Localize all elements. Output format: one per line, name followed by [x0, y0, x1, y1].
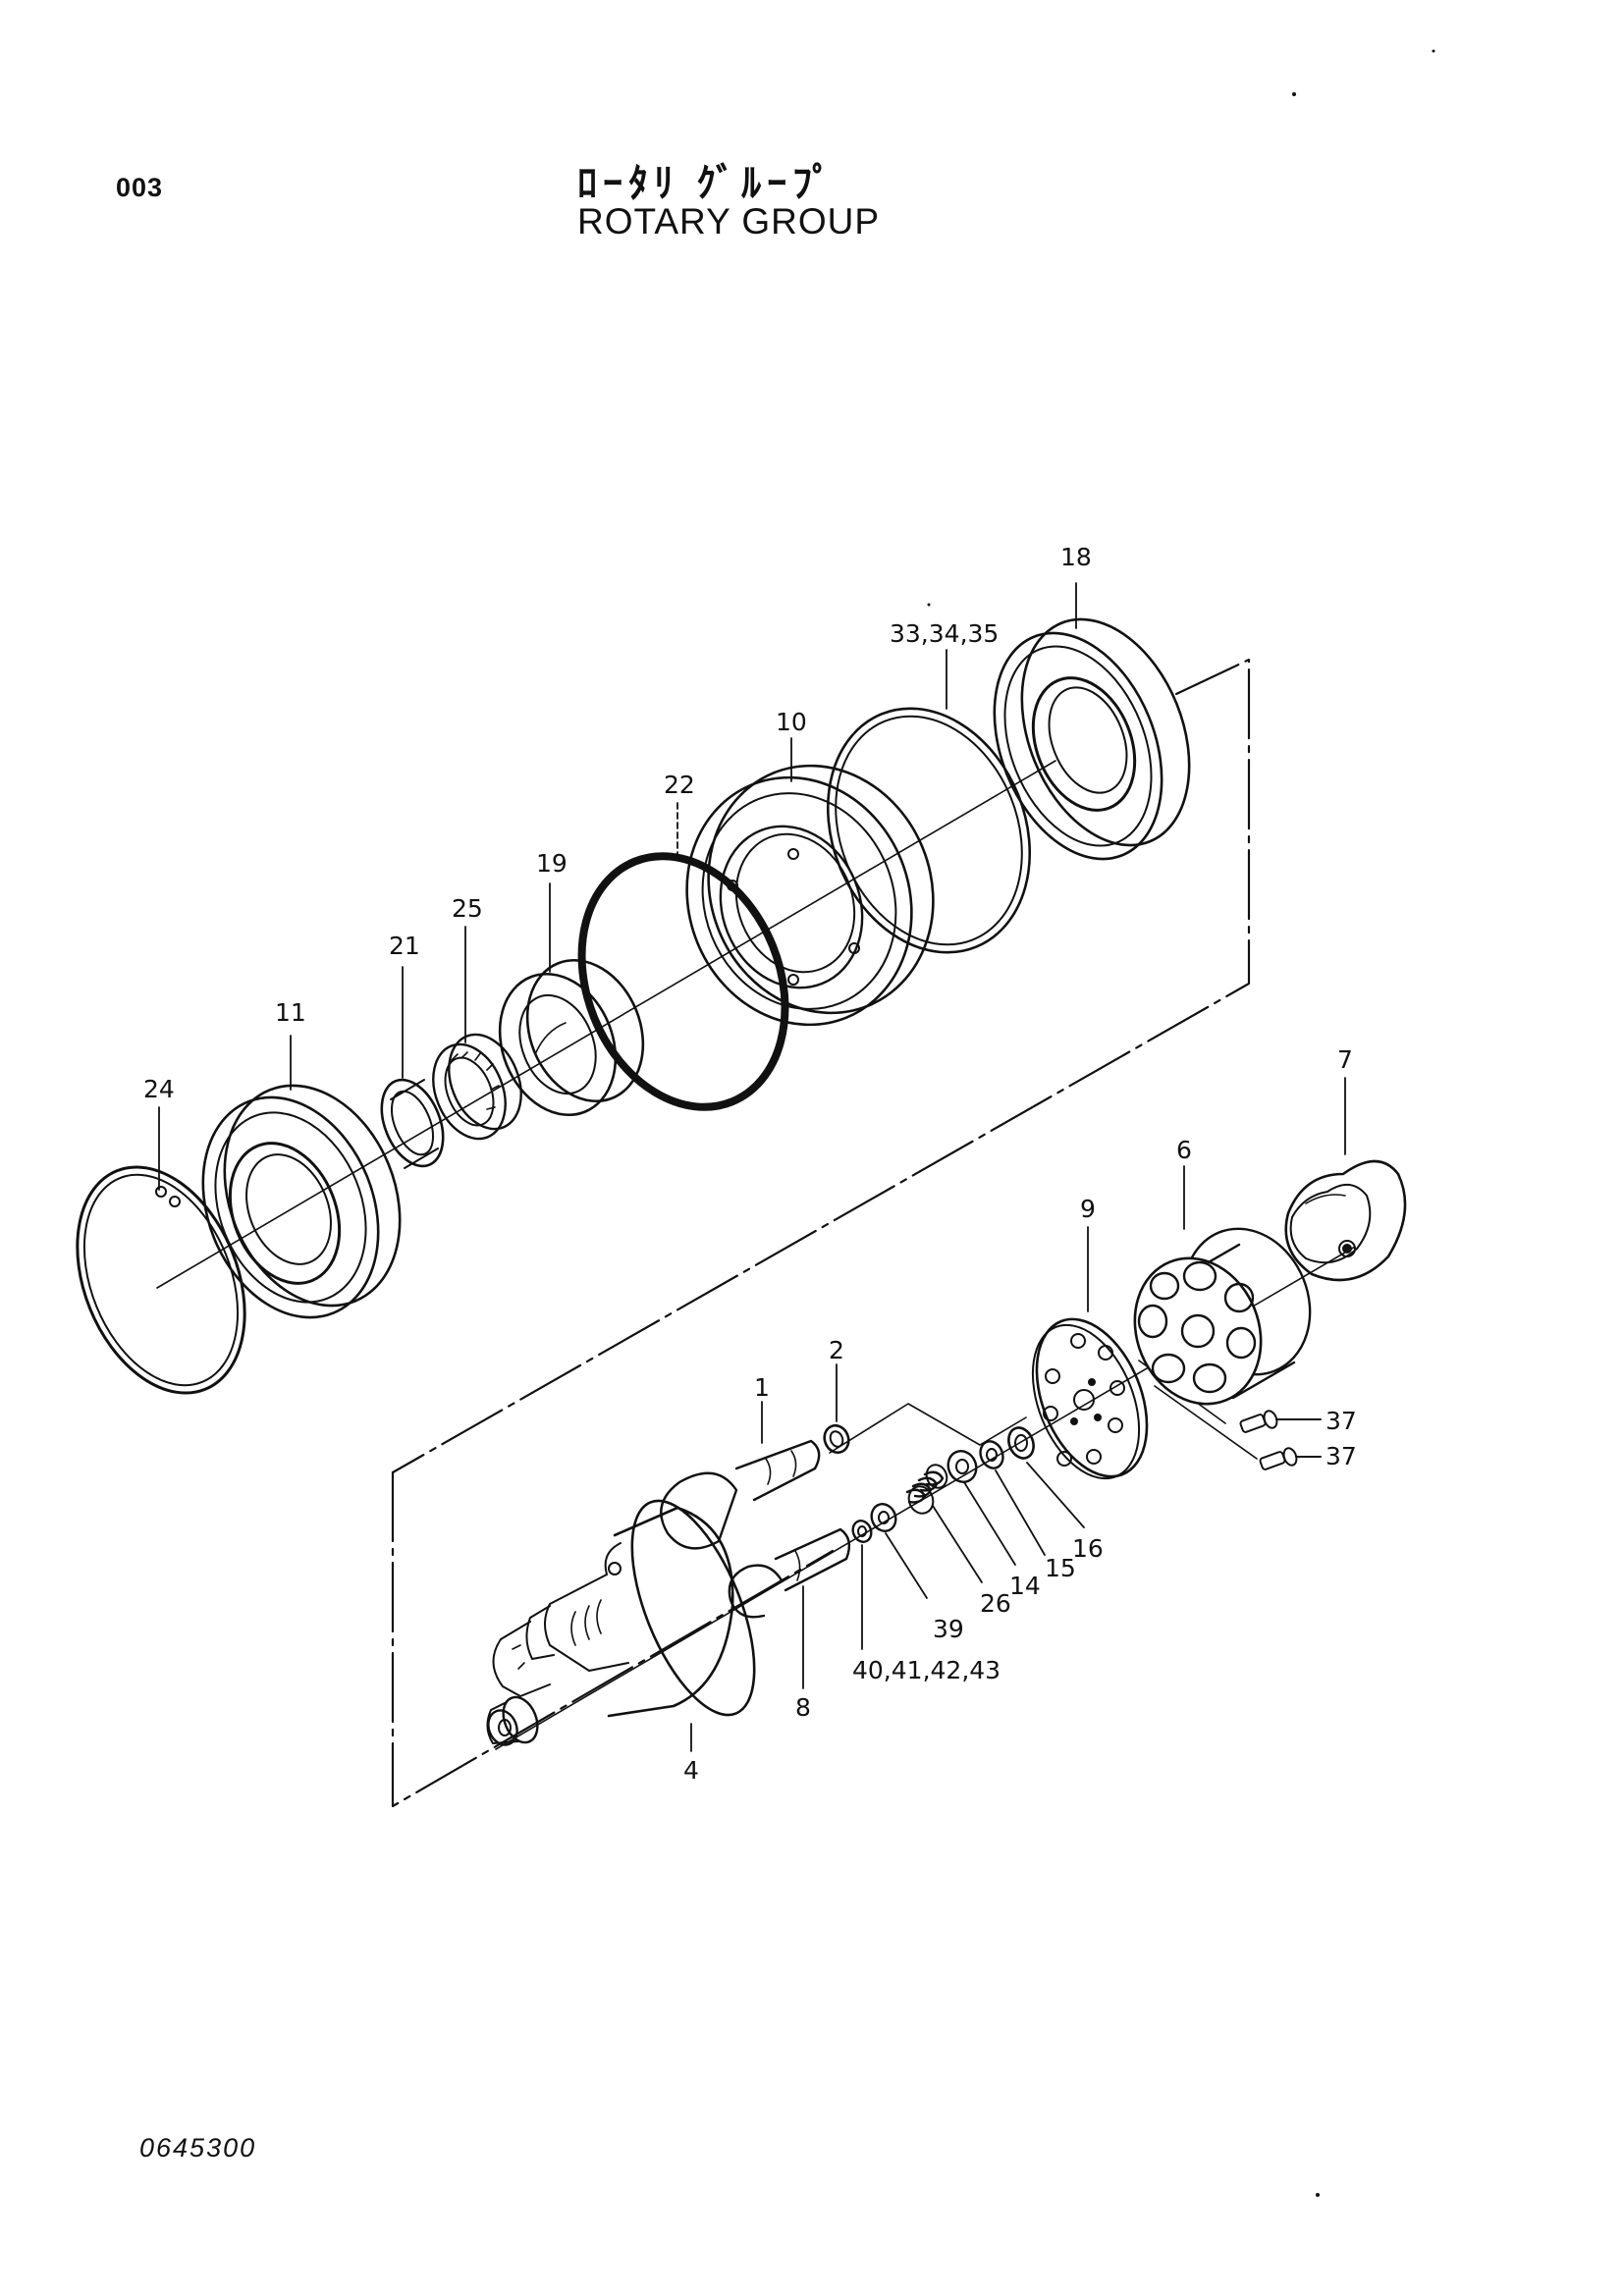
part-8-center-pin — [728, 1527, 851, 1619]
callout-37-lower: 37 — [1325, 1442, 1357, 1470]
callout-26: 26 — [980, 1589, 1011, 1618]
leader-16 — [1026, 1462, 1085, 1528]
callout-10: 10 — [776, 708, 807, 736]
callout-15: 15 — [1045, 1554, 1076, 1582]
callout-2: 2 — [829, 1336, 844, 1364]
callout-6: 6 — [1176, 1136, 1192, 1164]
callout-11: 11 — [275, 998, 306, 1027]
callout-7: 7 — [1337, 1045, 1353, 1074]
part-2-ring — [823, 1423, 850, 1455]
callout-39: 39 — [933, 1615, 964, 1643]
callout-40-43: 40,41,42,43 — [852, 1656, 1001, 1684]
scan-specks — [927, 49, 1435, 2197]
part-22-o-ring — [577, 852, 789, 1111]
assembly-boundary — [391, 658, 1251, 1808]
part-24-snap-ring — [76, 1165, 246, 1395]
leader-15 — [995, 1469, 1046, 1556]
part-25-lock-nut — [432, 1033, 522, 1141]
leader-lines — [158, 582, 1346, 1752]
callout-33-35: 33,34,35 — [890, 619, 999, 648]
title-english: ROTARY GROUP — [577, 201, 881, 241]
part-21-spacer — [380, 1078, 445, 1169]
callout-1: 1 — [754, 1373, 770, 1402]
part-7-swash-plate — [1284, 1159, 1407, 1282]
callout-16: 16 — [1072, 1534, 1104, 1563]
part-18-bearing-housing — [993, 617, 1191, 861]
callout-9: 9 — [1080, 1195, 1096, 1223]
callout-19: 19 — [536, 849, 568, 878]
callout-22: 22 — [664, 771, 695, 799]
callout-4: 4 — [683, 1756, 699, 1785]
part-10-housing — [685, 764, 935, 1027]
callout-18: 18 — [1060, 543, 1092, 571]
part-4-drive-shaft — [486, 1499, 756, 1746]
leader-26 — [932, 1505, 983, 1583]
drawing-number: 0645300 — [139, 2133, 257, 2163]
screw-leader-b — [1154, 1385, 1258, 1460]
pin-axis-line — [829, 1403, 1027, 1454]
leader-39 — [885, 1532, 928, 1599]
part-9-retainer-plate — [1031, 1317, 1149, 1480]
callout-25: 25 — [452, 894, 483, 923]
parts-14-15-16-26-small-parts — [905, 1426, 1035, 1515]
boundary-top-edge — [391, 658, 1251, 1474]
part-1-piston — [660, 1439, 821, 1550]
page-code: 003 — [116, 173, 164, 202]
callout-21: 21 — [389, 932, 420, 960]
parts-39-40-43-washers — [851, 1503, 897, 1543]
callout-37-upper: 37 — [1325, 1407, 1357, 1435]
part-19-bearing — [498, 958, 645, 1117]
callout-8: 8 — [795, 1693, 811, 1722]
part-33-35-shim — [826, 707, 1032, 954]
boundary-bottom-edge — [391, 1470, 835, 1808]
title-japanese: ﾛｰﾀﾘ ｸﾞﾙｰﾌﾟ — [577, 162, 839, 205]
part-37-screws — [1239, 1410, 1322, 1470]
callout-24: 24 — [143, 1075, 175, 1103]
upper-axis-line — [156, 760, 1056, 1289]
part-11-holder — [201, 1084, 402, 1319]
callout-14: 14 — [1009, 1572, 1041, 1600]
part-6-cylinder-block — [1133, 1227, 1312, 1406]
leader-14 — [963, 1481, 1016, 1566]
callout-labels: 24 11 21 25 19 22 10 33,34,35 18 7 6 9 2… — [143, 543, 1357, 1785]
